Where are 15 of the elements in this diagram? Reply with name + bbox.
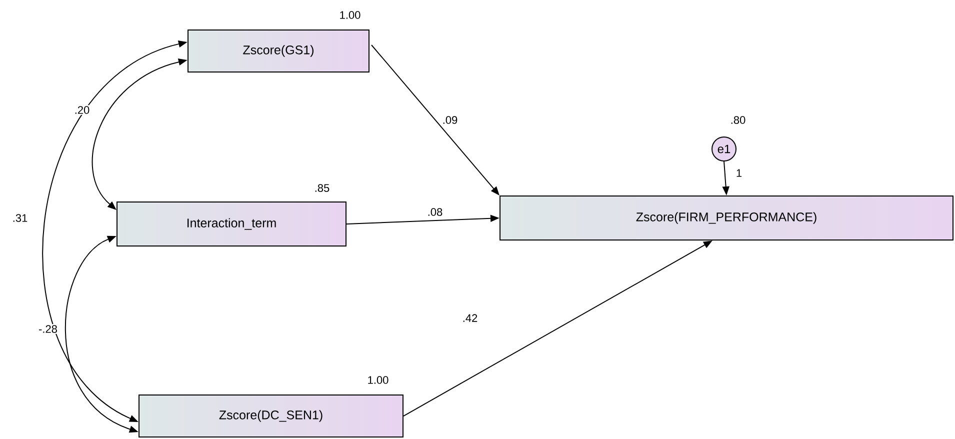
edge-label: .31 bbox=[11, 213, 29, 223]
variance-label: 1.00 bbox=[368, 376, 388, 384]
edge-label: .09 bbox=[441, 115, 459, 125]
variable-box: Zscore(GS1) bbox=[188, 30, 370, 72]
edge-label: .42 bbox=[461, 313, 479, 323]
variance-label: .85 bbox=[315, 184, 330, 192]
edge-label: .20 bbox=[73, 105, 91, 115]
variable-box: Zscore(FIRM_PERFORMANCE) bbox=[500, 196, 954, 240]
variance-label: 1.00 bbox=[340, 11, 360, 19]
variable-box: Zscore(DC_SEN1) bbox=[138, 394, 404, 438]
edge-label: -.28 bbox=[38, 324, 58, 334]
edge-label: .08 bbox=[426, 207, 444, 217]
edge-label: 1 bbox=[734, 168, 744, 178]
variable-box: Interaction_term bbox=[116, 202, 346, 246]
variance-label: .80 bbox=[731, 116, 746, 124]
